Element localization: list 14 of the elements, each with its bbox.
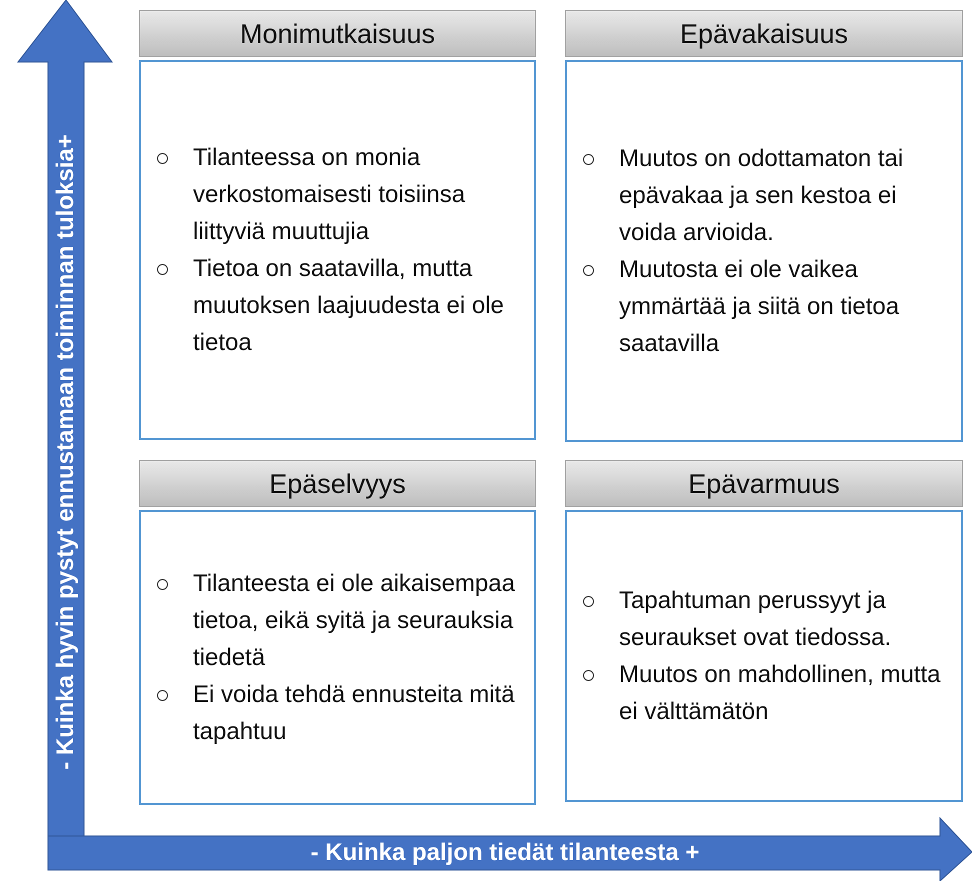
bullet-item: Tietoa on saatavilla, mutta muutoksen laajuudesta ei ole tietoa — [153, 250, 526, 361]
bullet-item: Tilanteessa on monia verkostomaisesti toisiinsa liittyviä muuttujia — [153, 139, 526, 250]
bullet-item: Tapahtuman perussyyt ja seuraukset ovat tiedossa. — [579, 582, 953, 656]
bullet-item: Ei voida tehdä ennusteita mitä tapahtuu — [153, 676, 526, 750]
bullet-item: Muutos on mahdollinen, mutta ei välttämätön — [579, 656, 953, 730]
quadrant-heading: Epäselvyys — [139, 460, 536, 507]
bullet-item: Tilanteesta ei ole aikaisempaa tietoa, eikä syitä ja seurauksia tiedetä — [153, 565, 526, 676]
quadrant-heading: Epävarmuus — [565, 460, 963, 507]
bullet-item: Muutosta ei ole vaikea ymmärtää ja siitä on tietoa saatavilla — [579, 251, 953, 362]
axis-label: - Kuinka paljon tiedät tilanteesta + — [310, 839, 700, 867]
quadrant-heading: Epävakaisuus — [565, 10, 963, 57]
axis-label: - Kuinka hyvin pystyt ennustamaan toiminnan tuloksia+ — [52, 134, 80, 770]
bullet-item: Muutos on odottamaton tai epävakaa ja sen kestoa ei voida arvioida. — [579, 140, 953, 251]
quadrant-heading: Monimutkaisuus — [139, 10, 536, 57]
